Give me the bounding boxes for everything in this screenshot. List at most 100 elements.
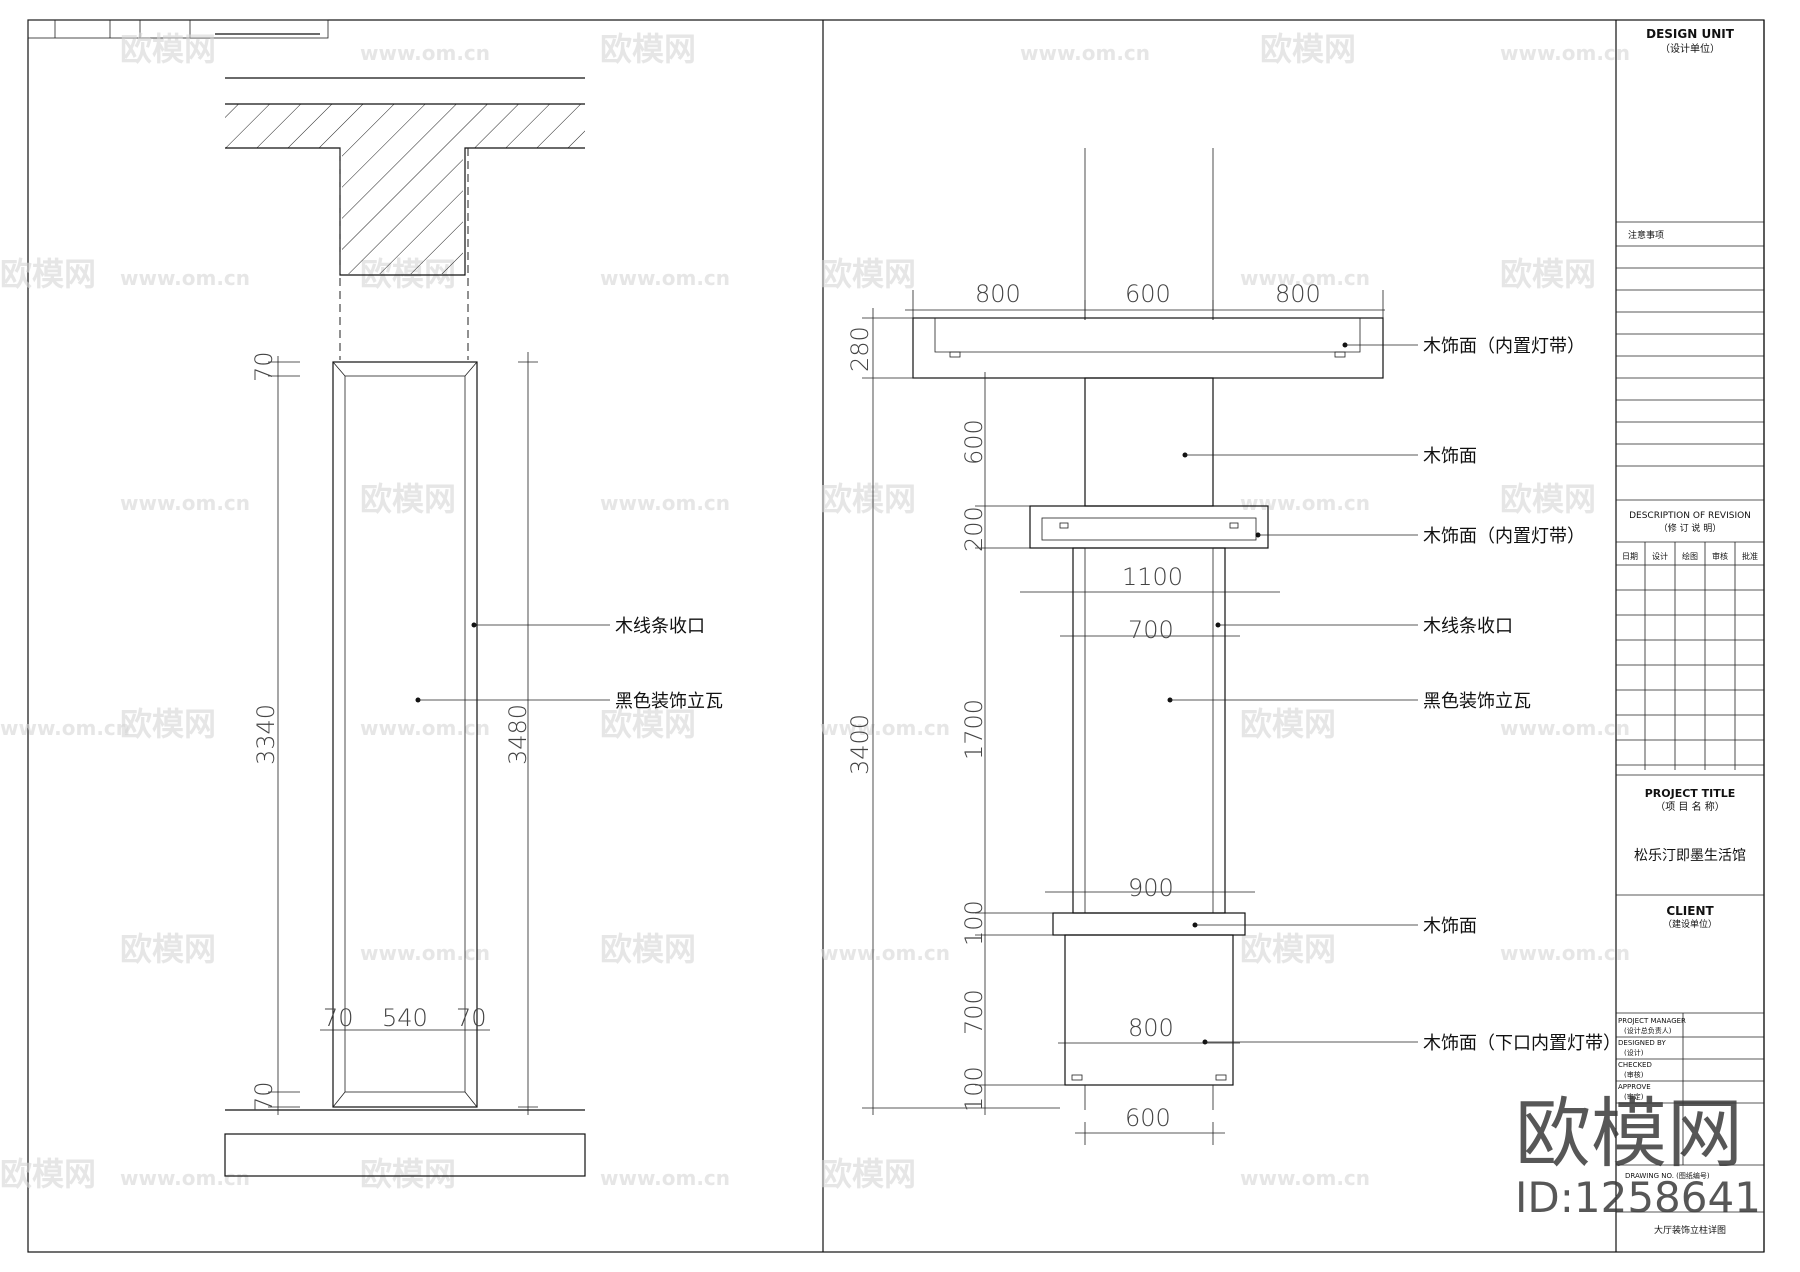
rev-col-design: 设计 [1652, 551, 1668, 561]
right-callout-4: 木线条收口 [1423, 616, 1513, 637]
right-dim-900: 900 [1128, 874, 1174, 902]
drawing-no: DRAWING NO. (图纸编号) [1625, 1171, 1710, 1180]
right-dim-100a: 100 [960, 900, 988, 946]
right-dim-100b: 100 [960, 1066, 988, 1112]
rev-col-check: 审核 [1712, 551, 1728, 561]
rev-col-draw: 绘图 [1682, 551, 1698, 561]
client-en: CLIENT [1666, 904, 1714, 918]
drawing-title: 大厅装饰立柱详图 [1654, 1224, 1726, 1236]
watermark-brand: 欧模网 [1500, 480, 1596, 518]
right-tile-shaft [1084, 547, 1214, 914]
watermark-site: www.om.cn [1500, 716, 1630, 740]
revision-cn: （修 订 说 明） [1659, 522, 1722, 534]
project-name: 松乐汀即墨生活馆 [1634, 848, 1746, 864]
watermark-brand: 欧模网 [820, 1155, 916, 1193]
watermark-site: www.om.cn [820, 941, 950, 965]
right-dim-top-800b: 800 [1275, 280, 1321, 308]
watermark-brand: 欧模网 [120, 30, 216, 68]
right-dim-280: 280 [846, 326, 874, 372]
watermark-brand: 欧模网 [360, 480, 456, 518]
watermark-site: www.om.cn [1240, 491, 1370, 515]
right-callout-1: 木饰面（内置灯带） [1423, 336, 1585, 357]
watermark-brand: 欧模网 [820, 255, 916, 293]
design-unit-cn: （设计单位） [1660, 42, 1720, 55]
right-tile-shaft-frame [1072, 547, 1226, 914]
watermark-site: www.om.cn [360, 41, 490, 65]
left-callout-wood-trim: 木线条收口 [615, 616, 705, 637]
watermark-site: www.om.cn [600, 1166, 730, 1190]
right-upper-shaft [1084, 377, 1214, 507]
watermark-site: www.om.cn [1500, 41, 1630, 65]
watermark-site: www.om.cn [1500, 941, 1630, 965]
project-title-en: PROJECT TITLE [1645, 787, 1736, 800]
left-elevation: 70 3340 70 3480 70 540 70 木线条收口 黑色装饰立瓦 [224, 77, 723, 1177]
watermark-site: www.om.cn [360, 716, 490, 740]
watermark-brand: 欧模网 [1260, 30, 1356, 68]
watermark-brand: 欧模网 [600, 30, 696, 68]
watermark-brand: 欧模网 [1240, 705, 1336, 743]
watermark-brand: 欧模网 [0, 255, 96, 293]
watermark-site: www.om.cn [1020, 41, 1150, 65]
watermark-site: www.om.cn [360, 941, 490, 965]
right-callout-5: 黑色装饰立瓦 [1423, 691, 1531, 712]
design-unit-en: DESIGN UNIT [1646, 27, 1735, 41]
watermark-site: www.om.cn [0, 716, 130, 740]
watermark-site: www.om.cn [1240, 266, 1370, 290]
left-callout-black-tile: 黑色装饰立瓦 [615, 691, 723, 712]
left-dim-bottom-540: 540 [382, 1004, 428, 1032]
left-column-tiles [344, 375, 466, 1093]
watermark-site: www.om.cn [120, 266, 250, 290]
rev-col-approve: 批准 [1742, 551, 1758, 561]
person-role-cn: (审核) [1624, 1070, 1644, 1079]
right-dim-700-vert: 700 [960, 989, 988, 1035]
watermark-brand: 欧模网 [600, 705, 696, 743]
person-role-cn: (审定) [1624, 1092, 1644, 1101]
watermark-brand: 欧模网 [0, 1155, 96, 1193]
right-dim-3400: 3400 [846, 714, 874, 775]
left-dim-3480: 3480 [504, 704, 532, 765]
left-column-frame [332, 361, 478, 1108]
left-dim-bottom-70b: 70 [456, 1004, 487, 1032]
left-dim-bottom-70a: 70 [323, 1004, 354, 1032]
notes-label: 注意事项 [1628, 229, 1664, 241]
watermark-brand: 欧模网 [360, 1155, 456, 1193]
right-dim-top-600: 600 [1125, 280, 1171, 308]
watermark-brand: 欧模网 [1240, 930, 1336, 968]
floor-slab-hatch [224, 1133, 586, 1177]
big-watermark-id: ID:1258641 [1515, 1173, 1761, 1222]
right-dim-1700: 1700 [960, 699, 988, 760]
left-dim-70-top: 70 [250, 351, 278, 382]
right-callout-3: 木饰面（内置灯带） [1423, 526, 1585, 547]
right-top-cap [912, 317, 1384, 379]
project-title-cn: （项 目 名 称） [1655, 800, 1725, 813]
right-callout-2: 木饰面 [1423, 446, 1477, 467]
revision-en: DESCRIPTION OF REVISION [1629, 511, 1751, 521]
person-role-en: PROJECT MANAGER [1618, 1017, 1686, 1025]
watermark-site: www.om.cn [120, 491, 250, 515]
watermark-brand: 欧模网 [600, 930, 696, 968]
big-watermark-brand: 欧模网 [1515, 1089, 1743, 1178]
left-dim-3340: 3340 [252, 704, 280, 765]
person-role-en: APPROVE [1618, 1083, 1651, 1091]
right-dim-1100: 1100 [1122, 563, 1183, 591]
watermark-brand: 欧模网 [1500, 255, 1596, 293]
right-callout-6: 木饰面 [1423, 916, 1477, 937]
watermark-site: www.om.cn [600, 266, 730, 290]
ceiling-slab-hatch [225, 104, 585, 148]
person-role-cn: (设计) [1624, 1048, 1644, 1057]
right-callout-7: 木饰面（下口内置灯带） [1423, 1033, 1621, 1054]
watermark-brand: 欧模网 [120, 705, 216, 743]
right-dim-700: 700 [1128, 616, 1174, 644]
right-dim-top-800a: 800 [975, 280, 1021, 308]
right-dim-600-vert: 600 [960, 419, 988, 465]
right-dim-800: 800 [1128, 1014, 1174, 1042]
right-dim-200: 200 [960, 506, 988, 552]
right-base [1064, 934, 1234, 1086]
person-role-en: DESIGNED BY [1618, 1039, 1666, 1047]
watermark-brand: 欧模网 [820, 480, 916, 518]
right-lower-ring [1052, 912, 1246, 936]
person-role-en: CHECKED [1618, 1061, 1652, 1069]
watermark-site: www.om.cn [120, 1166, 250, 1190]
